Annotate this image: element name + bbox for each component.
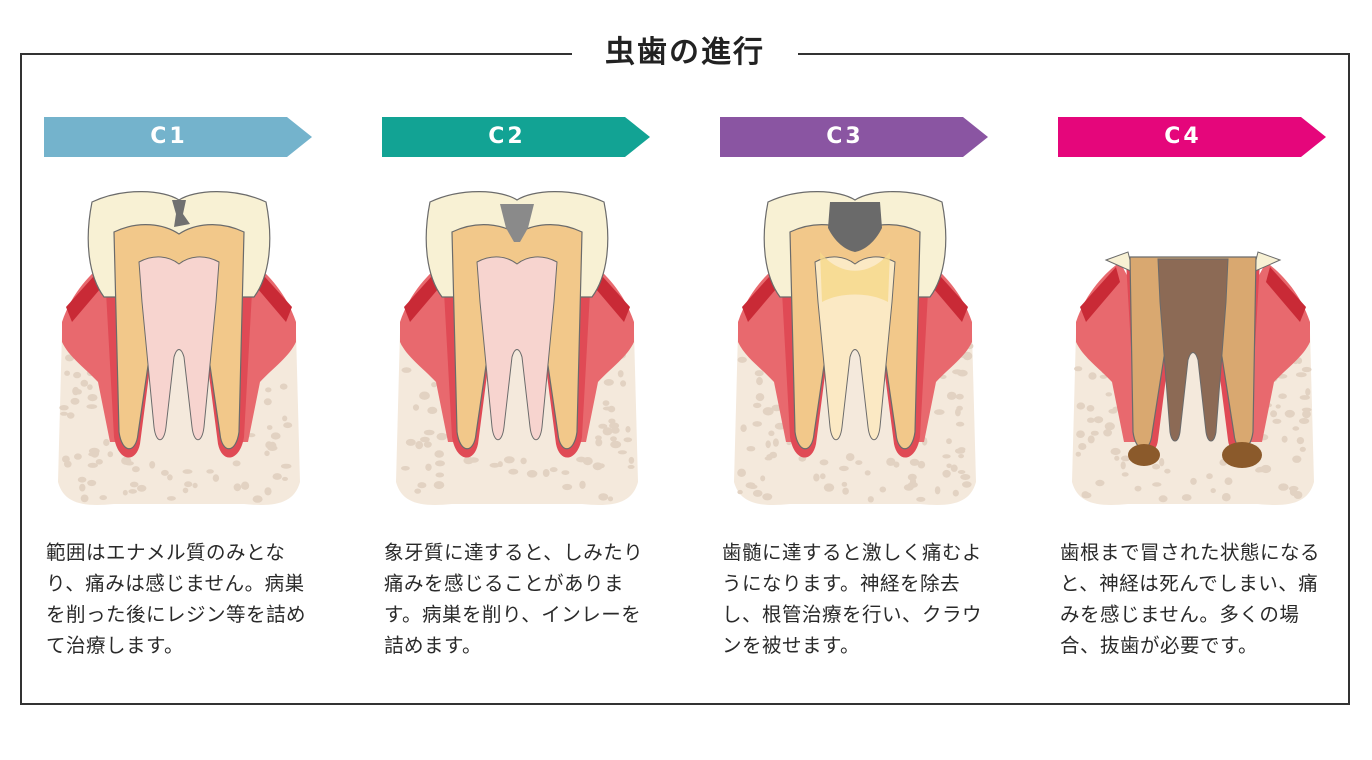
stage-label: C1 <box>150 124 188 149</box>
stage-description: 歯根まで冒された状態になると、神経は死んでしまい、痛みを感じません。多くの場合、… <box>1060 541 1321 657</box>
stage-c1: C1 範囲はエナメル質のみとなり、痛みは感じません。病巣を削った後にレジン等を詰… <box>44 117 324 657</box>
stage-arrow: C2 <box>382 117 652 157</box>
stage-label: C4 <box>1164 124 1202 149</box>
tooth-illustration-c1 <box>58 191 300 505</box>
tooth-illustration-c3 <box>734 191 976 505</box>
stage-description: 象牙質に達すると、しみたり痛みを感じることがあります。病巣を削り、インレーを詰め… <box>384 541 644 657</box>
stage-arrow: C3 <box>720 117 990 157</box>
stage-arrow: C1 <box>44 117 314 157</box>
stage-description: 歯髄に達すると激しく痛むようになります。神経を除去し、根管治療を行い、クラウンを… <box>722 541 983 657</box>
stage-c2: C2 象牙質に達すると、しみたり痛みを感じることがあります。病巣を削り、インレー… <box>382 117 662 657</box>
stage-arrow: C4 <box>1058 117 1328 157</box>
stage-label: C3 <box>826 124 864 149</box>
tooth-illustration-c4 <box>1072 251 1314 505</box>
diagram-title: 虫歯の進行 <box>572 28 798 78</box>
tooth-illustration-c2 <box>396 191 638 505</box>
stage-description: 範囲はエナメル質のみとなり、痛みは感じません。病巣を削った後にレジン等を詰めて治… <box>46 541 307 657</box>
stage-c4: C4 歯根まで冒された状態になると、神経は死んでしまい、痛みを感じません。多くの… <box>1058 117 1338 657</box>
stage-label: C2 <box>488 124 526 149</box>
stage-c3: C3 歯髄に達すると激しく痛むようになります。神経を除去し、根管治療を行い、クラ… <box>720 117 1000 657</box>
